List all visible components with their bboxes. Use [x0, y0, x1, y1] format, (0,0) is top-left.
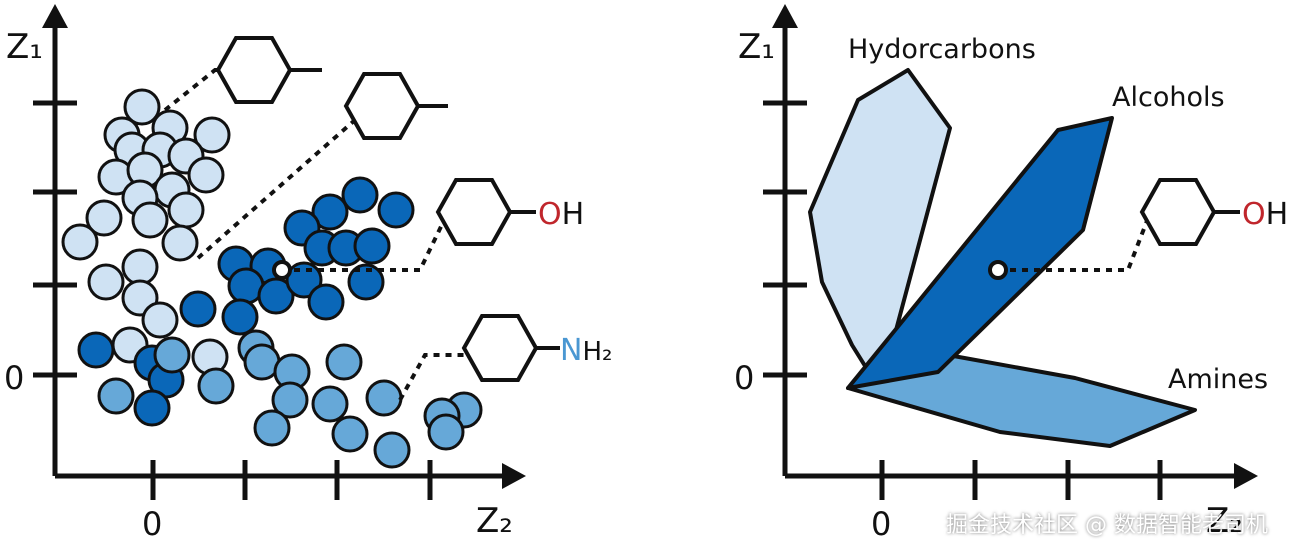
highlighted-point — [988, 260, 1008, 280]
amine-point — [373, 431, 411, 469]
left-y-axis-label: Z₁ — [6, 27, 43, 67]
connector-hydroxyl — [282, 207, 452, 272]
right-y-axis-label: Z₁ — [738, 27, 775, 67]
hexagon-ring — [215, 36, 293, 104]
amine-point — [325, 343, 363, 381]
connector-methyl-a — [163, 68, 260, 112]
amine-point — [253, 409, 291, 447]
x-axis-arrowhead — [502, 463, 526, 489]
left-x-zero-label: 0 — [142, 505, 162, 543]
alcohol-point — [347, 263, 385, 301]
hexagon-ring — [343, 72, 421, 140]
amine-point — [427, 413, 465, 451]
hydroxyl-group-label: OH — [1242, 197, 1288, 232]
alcohol-point — [221, 298, 259, 336]
hydrogen-glyph: H — [1266, 197, 1289, 232]
right-x-zero-label: 0 — [871, 505, 891, 543]
structure-methylcyclohexane-b — [343, 72, 448, 140]
alcohol-point — [77, 331, 115, 369]
scatter-points — [61, 88, 483, 469]
hexagon-ring — [461, 314, 539, 382]
alcohol-point — [257, 277, 295, 315]
oxygen-glyph: O — [1242, 197, 1266, 232]
x-axis-arrowhead — [1234, 463, 1258, 489]
hydroxyl-group-label: OH — [538, 197, 584, 232]
hydrocarbon-point — [131, 201, 169, 239]
hydrogen-glyph: H — [562, 197, 585, 232]
amine-point — [365, 379, 403, 417]
left-y-zero-label: 0 — [4, 359, 24, 397]
alcohol-point — [307, 283, 345, 321]
structure-methylcyclohexane-a — [215, 36, 322, 104]
hydrocarbon-point — [123, 88, 161, 126]
right-panel: OH Hydorcarbons Alcohols Amines Z₁ Z₂ 0 … — [734, 4, 1288, 543]
amine-point — [97, 377, 135, 415]
alcohol-point — [341, 176, 379, 214]
hexagon-ring — [435, 178, 513, 246]
y-axis-arrowhead — [42, 4, 68, 28]
left-panel: OH NH₂ Z₁ Z₂ 0 0 — [4, 4, 612, 543]
label-amines: Amines — [1168, 364, 1268, 395]
oxygen-glyph: O — [538, 197, 562, 232]
hydrocarbon-point — [187, 156, 225, 194]
nitrogen-glyph: N — [560, 333, 582, 368]
alcohol-point — [377, 191, 415, 229]
y-axis-arrowhead — [772, 4, 798, 28]
right-axes — [763, 20, 1235, 500]
structure-cyclohexanol — [435, 178, 536, 246]
amine-point — [197, 367, 235, 405]
hexagon-ring — [1139, 178, 1217, 246]
watermark: 掘金技术社区 @ 数据智能老司机 — [946, 513, 1268, 538]
amine-point — [311, 385, 349, 423]
structure-cyclohexylamine — [461, 314, 560, 382]
hydrocarbon-point — [87, 263, 125, 301]
label-alcohols: Alcohols — [1112, 82, 1225, 113]
alcohol-point — [179, 290, 217, 328]
amine-point — [271, 381, 309, 419]
left-axes — [33, 20, 505, 500]
hydrocarbon-point — [161, 224, 199, 262]
hydrocarbon-point — [61, 223, 99, 261]
structure-cyclohexanol — [1139, 178, 1240, 246]
amine-point — [153, 336, 191, 374]
hydrocarbon-point — [121, 248, 159, 286]
left-x-axis-label: Z₂ — [476, 501, 513, 541]
hydrocarbon-point — [167, 191, 205, 229]
alcohol-point — [133, 389, 171, 427]
hydrocarbon-point — [85, 199, 123, 237]
amino-group-label: NH₂ — [560, 333, 612, 368]
alcohol-point — [353, 227, 391, 265]
hydrocarbon-point — [193, 116, 231, 154]
label-hydrocarbons: Hydorcarbons — [848, 34, 1036, 65]
highlighted-point — [272, 260, 292, 280]
region-alcohols — [846, 116, 1114, 390]
hydrogen-glyph: H₂ — [582, 337, 612, 367]
right-y-zero-label: 0 — [734, 359, 754, 397]
amine-point — [331, 415, 369, 453]
right-x-axis-label: Z₂ — [1206, 501, 1243, 541]
alcohol-point — [311, 193, 349, 231]
hydrocarbon-point — [141, 301, 179, 339]
